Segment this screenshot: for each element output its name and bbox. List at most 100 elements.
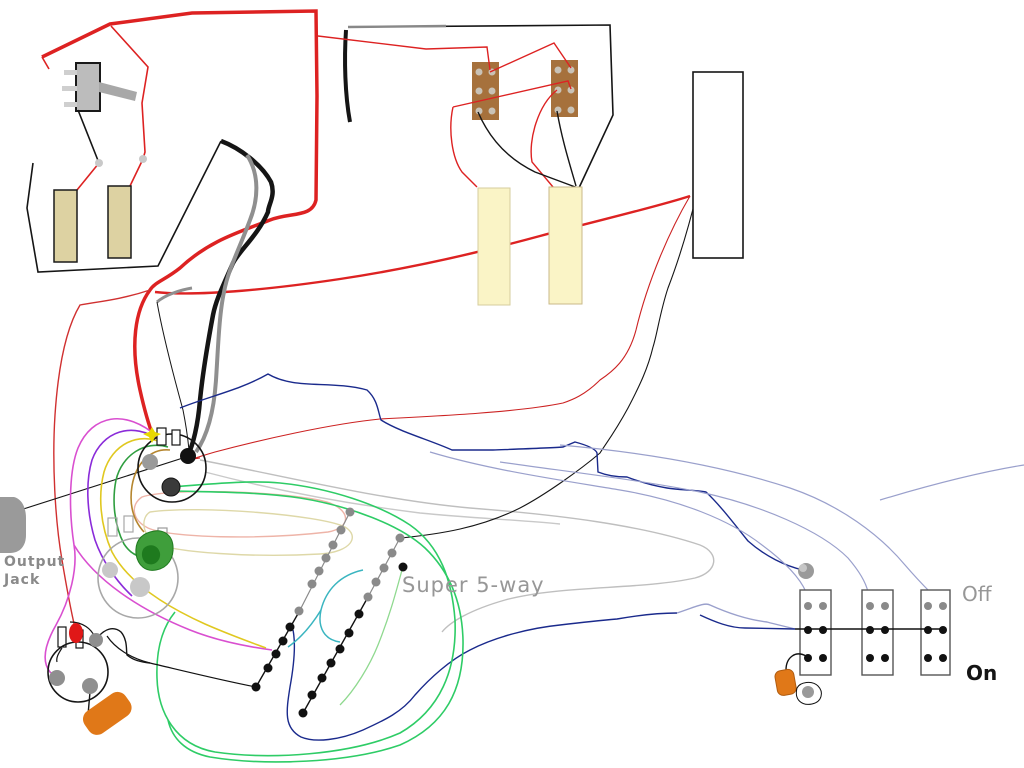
top-middle-assembly bbox=[317, 35, 583, 306]
cavity-top-gray-overlay bbox=[347, 24, 447, 29]
switch-dots-gray bbox=[804, 602, 947, 610]
switch-on-label: On bbox=[966, 661, 997, 685]
output-jack-label-line1: Output bbox=[4, 554, 65, 570]
solder-blob-highlight bbox=[799, 564, 807, 572]
wire-red-to-bobbin-right bbox=[129, 158, 144, 187]
wire-peri-switch2 bbox=[499, 461, 869, 593]
wire-black-switch bbox=[77, 109, 100, 164]
switch-capacitor bbox=[774, 668, 797, 696]
wire-red-p2 bbox=[489, 42, 572, 73]
wire-navy-bottom-loop bbox=[286, 612, 678, 741]
wire-peri-switch3 bbox=[559, 444, 931, 593]
lug-dots-black bbox=[251, 562, 408, 718]
middle-cavity-outline bbox=[347, 24, 614, 191]
blue-wires bbox=[179, 373, 1024, 741]
wire-teal-hook bbox=[319, 569, 364, 643]
pickup-cover-right bbox=[548, 186, 583, 305]
lug-dots-gray bbox=[294, 507, 405, 616]
wire-yellow-arc bbox=[99, 437, 267, 649]
wire-red-thin-to-jackpot bbox=[53, 289, 151, 629]
solder-blob-gray bbox=[142, 454, 158, 470]
wire-teal-branch bbox=[287, 609, 322, 648]
wire-red-p3 bbox=[452, 80, 572, 108]
wire-magenta-arc bbox=[44, 418, 159, 679]
mini-toggle-lever bbox=[99, 82, 137, 101]
pot-lug bbox=[156, 427, 167, 446]
solder-blob-black bbox=[180, 448, 196, 464]
bottom-left-assembly: Output Jack bbox=[0, 497, 151, 735]
wire-black-p1 bbox=[477, 111, 579, 189]
wire-green-arc bbox=[113, 444, 169, 558]
solder-blob-red bbox=[69, 623, 83, 643]
wire-red-horizontal bbox=[154, 194, 691, 295]
neck-cavity-outline bbox=[26, 140, 222, 273]
wire-peri-right-exit bbox=[879, 464, 1024, 501]
wire-green-loop-2 bbox=[167, 490, 464, 763]
wire-black-jack-diagonal bbox=[13, 456, 187, 513]
wire-black-cap-to-switch bbox=[785, 653, 807, 671]
wire-red-switch-stub bbox=[41, 56, 50, 70]
wire-red-switch-right bbox=[110, 25, 149, 160]
wire-green-loop-1 bbox=[156, 481, 456, 757]
selector-switch-label: Super 5-way bbox=[402, 573, 545, 597]
solder-blob-green-dark bbox=[141, 545, 161, 565]
top-left-assembly bbox=[41, 25, 149, 263]
wire-green-pale bbox=[339, 569, 403, 706]
pickup-bobbin-left bbox=[53, 189, 78, 263]
lug-dot bbox=[95, 159, 103, 167]
slide-switch-1 bbox=[799, 589, 832, 676]
battery-box-rectangle bbox=[692, 71, 744, 259]
wire-black-lug-to-pot bbox=[106, 635, 257, 688]
output-jack-label-line2: Jack bbox=[3, 572, 40, 588]
pot-lug bbox=[171, 429, 181, 446]
wire-peri-switch1 bbox=[429, 451, 807, 593]
ghost-tone-pot bbox=[97, 515, 179, 619]
pickup-bobbin-right bbox=[107, 185, 132, 259]
switch-lug-1 bbox=[64, 70, 77, 75]
wire-red-p4 bbox=[450, 106, 478, 188]
ghost-pot-lug bbox=[107, 517, 118, 537]
wire-red-from-rectangle bbox=[194, 195, 691, 460]
solder-blob-gray bbox=[89, 633, 103, 647]
solder-blob-gray bbox=[49, 670, 65, 686]
solder-blob-gray bbox=[802, 686, 814, 698]
ghost-loop-salmon bbox=[133, 490, 347, 538]
dpdt-switch-bank: Off On bbox=[774, 563, 997, 705]
wire-gray-main-thick bbox=[194, 153, 259, 454]
wire-red-p5 bbox=[530, 89, 558, 188]
solder-spark-star bbox=[143, 427, 161, 443]
mini-toggle-switch-body bbox=[75, 62, 101, 112]
pickup-cover-left bbox=[477, 187, 511, 306]
super-5way-switch: Super 5-way bbox=[106, 507, 545, 718]
solder-blob-gray bbox=[82, 678, 98, 694]
wire-red-main-thick bbox=[41, 9, 319, 437]
slide-switch-2 bbox=[861, 589, 894, 676]
switch-lug-3 bbox=[64, 102, 77, 107]
ghost-pickguard-gray bbox=[199, 459, 715, 633]
wire-peri-continuation bbox=[676, 603, 796, 630]
lug-dot bbox=[139, 155, 147, 163]
tone-capacitor bbox=[82, 691, 132, 735]
output-jack-body bbox=[0, 497, 26, 553]
wire-black-from-rectangle bbox=[400, 192, 698, 539]
wire-magenta-branch bbox=[73, 544, 273, 651]
solder-blob-dark bbox=[161, 477, 181, 497]
ghost-pot-body bbox=[97, 537, 179, 619]
ghost-outlines bbox=[133, 459, 715, 633]
solder-loop-outline bbox=[795, 681, 822, 705]
wire-navy-main bbox=[179, 373, 804, 571]
wire-navy-to-bus bbox=[699, 614, 796, 630]
wire-gray-elbow bbox=[156, 286, 193, 304]
solder-blob-light bbox=[130, 577, 150, 597]
green-wires bbox=[156, 481, 464, 763]
switch-dots-black bbox=[804, 626, 947, 662]
wire-brown-arc bbox=[130, 449, 171, 533]
wire-black-main-thick bbox=[185, 138, 275, 457]
wire-black-p2 bbox=[556, 110, 577, 187]
ghost-pot-lug bbox=[123, 515, 134, 533]
volume-pot bbox=[137, 427, 207, 503]
wire-red-to-bobbin-left bbox=[76, 162, 100, 191]
switch-off-label: Off bbox=[962, 582, 993, 606]
